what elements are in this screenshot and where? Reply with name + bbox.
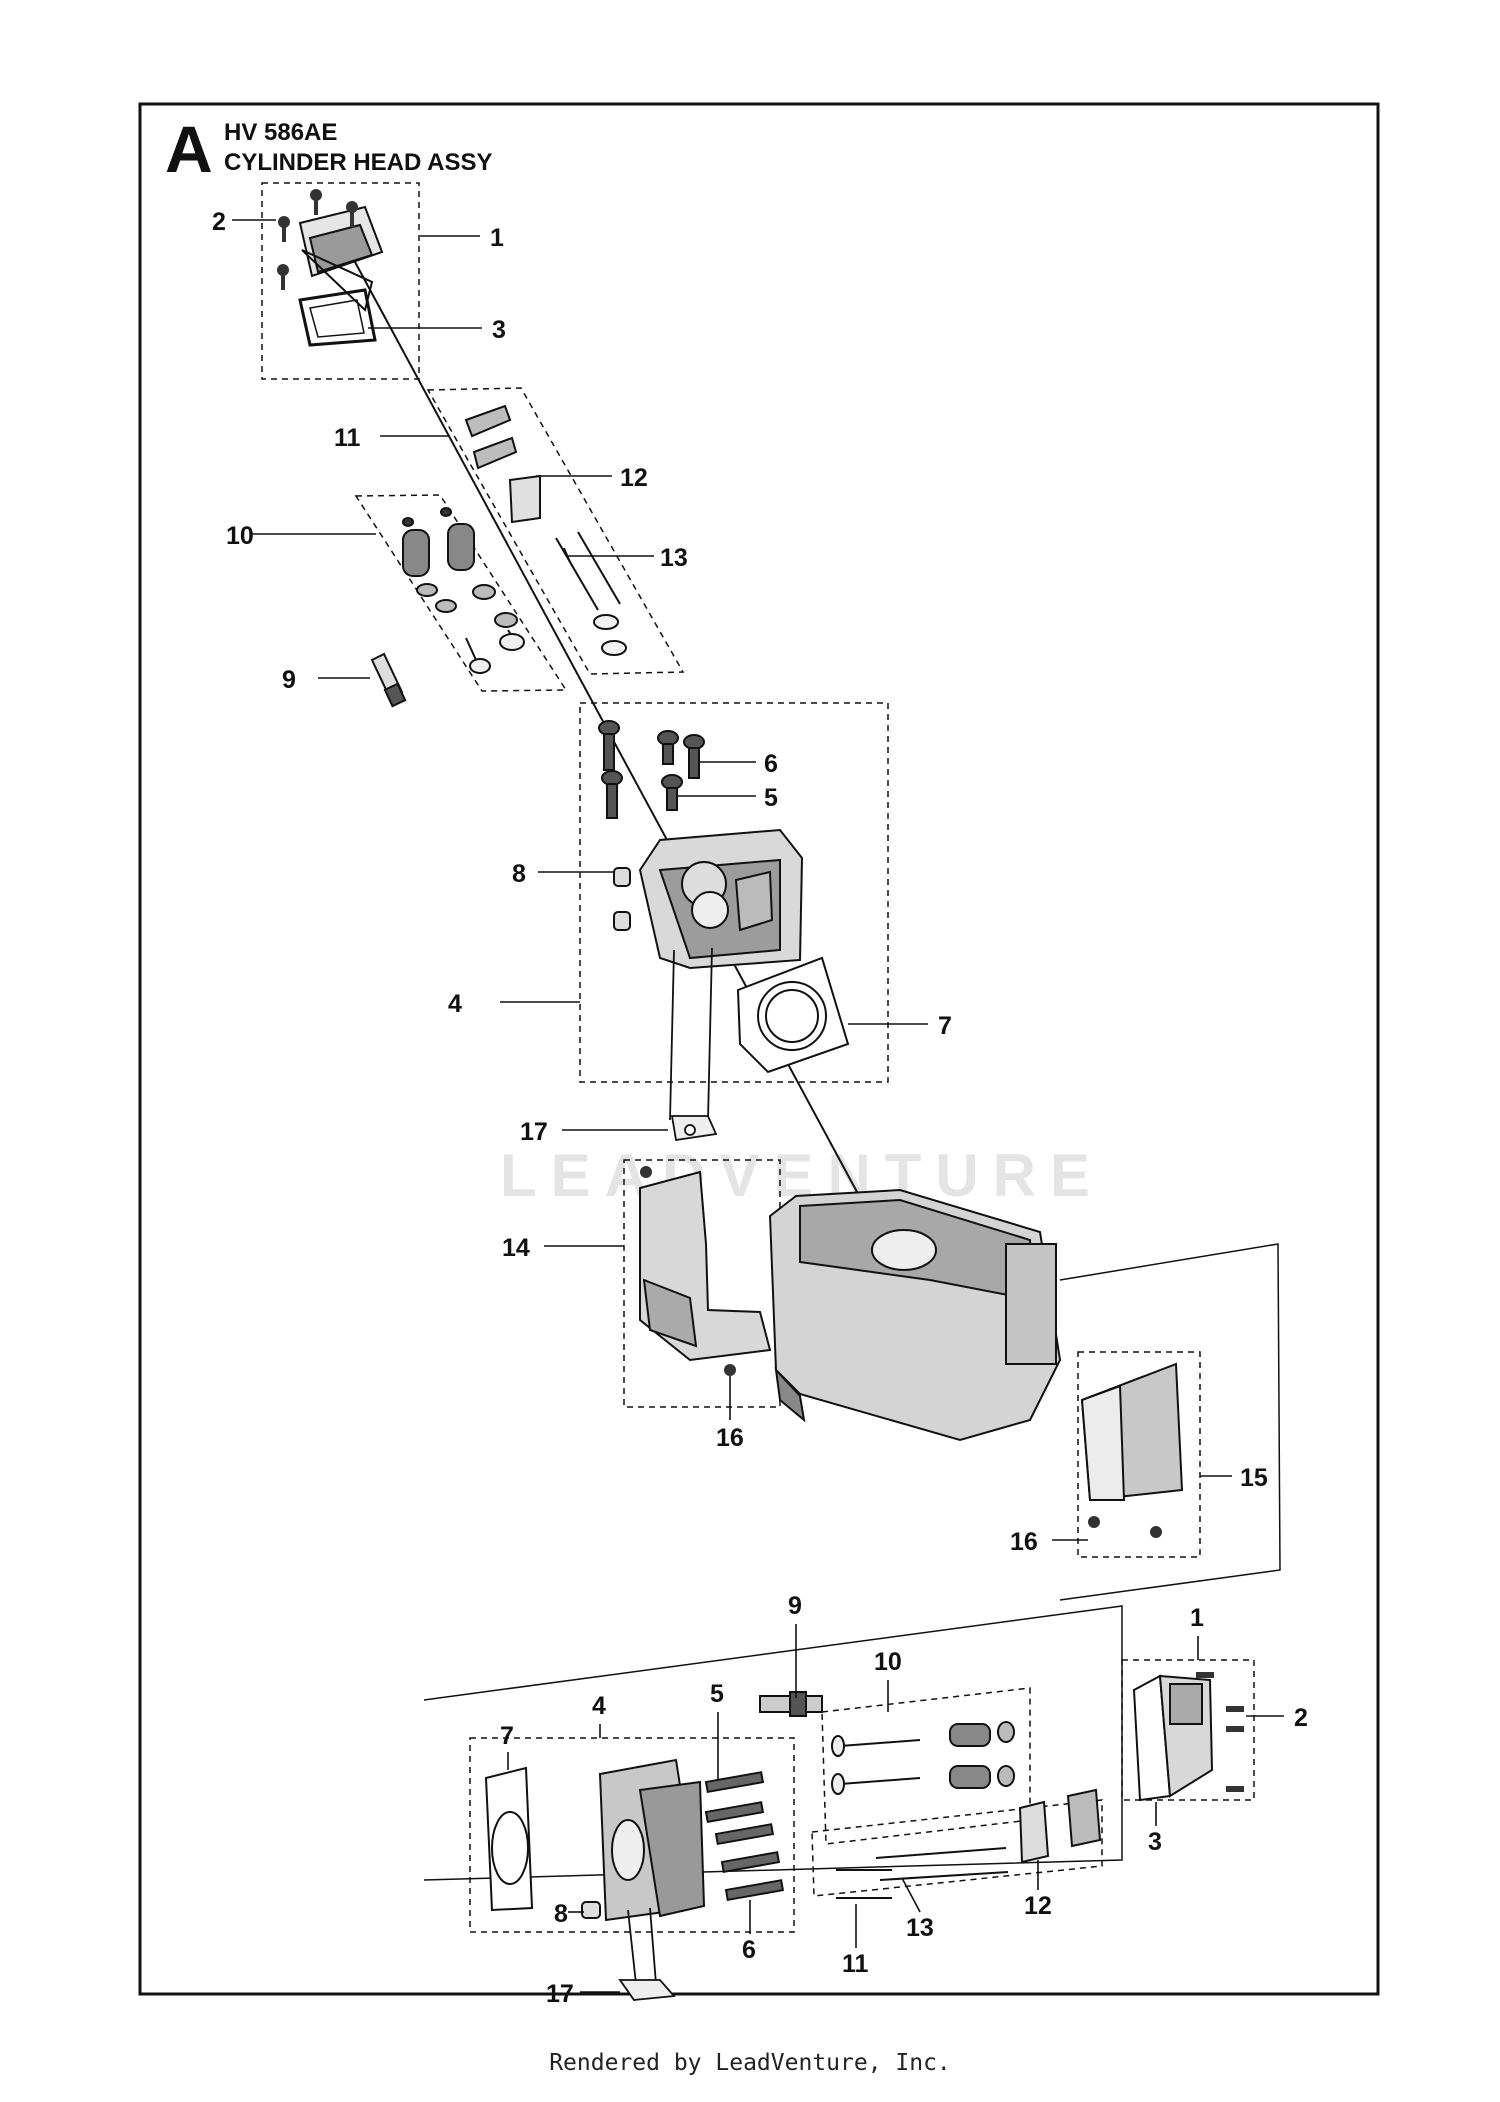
separator-plane-lower — [423, 1605, 1123, 1881]
callout-13: 13 — [660, 544, 688, 572]
cylinder-head-group — [579, 702, 889, 1083]
valves-bottom — [831, 1721, 1015, 1795]
callout-b8: 8 — [554, 1900, 568, 1928]
head-gasket-bottom — [484, 1766, 534, 1912]
callout-15: 15 — [1240, 1464, 1268, 1492]
callout-17: 17 — [520, 1118, 548, 1146]
callout-9: 9 — [282, 666, 296, 694]
callout-2: 2 — [212, 208, 226, 236]
callout-b12: 12 — [1024, 1892, 1052, 1920]
rocker-arms — [464, 404, 541, 524]
dowel-pin-bottom — [581, 1901, 601, 1919]
callout-b5: 5 — [710, 1680, 724, 1708]
callout-4: 4 — [448, 990, 462, 1018]
callout-b2: 2 — [1294, 1704, 1308, 1732]
cylinder-head-bottom — [598, 1758, 706, 1922]
valve-group-bottom — [821, 1687, 1031, 1845]
baffle-15 — [1080, 1362, 1184, 1502]
dowel-pins-top — [613, 867, 631, 931]
callout-b1: 1 — [1190, 1604, 1204, 1632]
baffle-group — [1077, 1351, 1201, 1558]
cover-group-bottom — [1121, 1659, 1255, 1801]
rocker-arm-group — [426, 387, 685, 675]
callout-7: 7 — [938, 1012, 952, 1040]
cylinder-head-top — [638, 828, 804, 970]
valve-springs — [402, 507, 525, 674]
head-group-bottom — [469, 1737, 795, 1933]
callout-b4: 4 — [592, 1692, 606, 1720]
rocker-cover-group — [261, 182, 420, 380]
callout-b3: 3 — [1148, 1828, 1162, 1856]
callouts-bottom: 9 1 10 4 5 2 7 3 12 13 8 6 11 17 — [500, 1592, 1308, 2008]
spark-plug-bottom — [759, 1691, 823, 1717]
callout-16b: 16 — [1010, 1528, 1038, 1556]
callout-b17: 17 — [546, 1980, 574, 2008]
callout-12: 12 — [620, 464, 648, 492]
cover-bolts-bottom — [1196, 1672, 1244, 1792]
callout-b6: 6 — [742, 1936, 756, 1964]
rockers-bottom — [836, 1788, 1102, 1899]
spark-plug — [370, 652, 407, 708]
callout-10: 10 — [226, 522, 254, 550]
rocker-cover-bottom — [1132, 1674, 1214, 1802]
section-letter: A — [165, 112, 213, 186]
head-bolts-top — [598, 720, 705, 819]
exhaust-gasket-top — [669, 947, 718, 1142]
rocker-cover — [298, 205, 384, 347]
assembly-title: CYLINDER HEAD ASSY — [224, 149, 492, 176]
callout-b11: 11 — [842, 1950, 869, 1978]
head-bolts-bottom — [704, 1771, 785, 1902]
callout-5: 5 — [764, 784, 778, 812]
air-guide-14 — [639, 1170, 772, 1362]
callout-b10: 10 — [874, 1648, 902, 1676]
crankcase-block — [768, 1188, 1062, 1442]
air-guide-screws — [640, 1166, 736, 1376]
callout-14: 14 — [502, 1234, 530, 1262]
separator-plane-upper — [1059, 1243, 1281, 1601]
pushrods — [555, 531, 627, 656]
rocker-group-bottom — [811, 1799, 1103, 1897]
valve-group — [354, 494, 568, 692]
callout-11: 11 — [334, 424, 361, 452]
model-name: HV 586AE — [224, 119, 337, 146]
exhaust-gasket-bottom — [618, 1907, 676, 2001]
baffle-screws — [1088, 1516, 1162, 1538]
callout-b7: 7 — [500, 1722, 514, 1750]
diagram-frame — [138, 102, 1380, 1996]
callout-8: 8 — [512, 860, 526, 888]
leader-lines — [232, 219, 1284, 1993]
cover-bolts — [277, 189, 358, 290]
callouts-top: 2 1 3 11 12 10 13 9 6 5 8 4 7 17 14 16 1… — [212, 208, 1268, 1556]
callout-b13: 13 — [906, 1914, 934, 1942]
callout-b9: 9 — [788, 1592, 802, 1620]
footer-credit: Rendered by LeadVenture, Inc. — [549, 2050, 951, 2076]
callout-6: 6 — [764, 750, 778, 778]
head-gasket-top — [736, 956, 850, 1074]
callout-16: 16 — [716, 1424, 744, 1452]
callout-3: 3 — [492, 316, 506, 344]
callout-1: 1 — [490, 224, 504, 252]
